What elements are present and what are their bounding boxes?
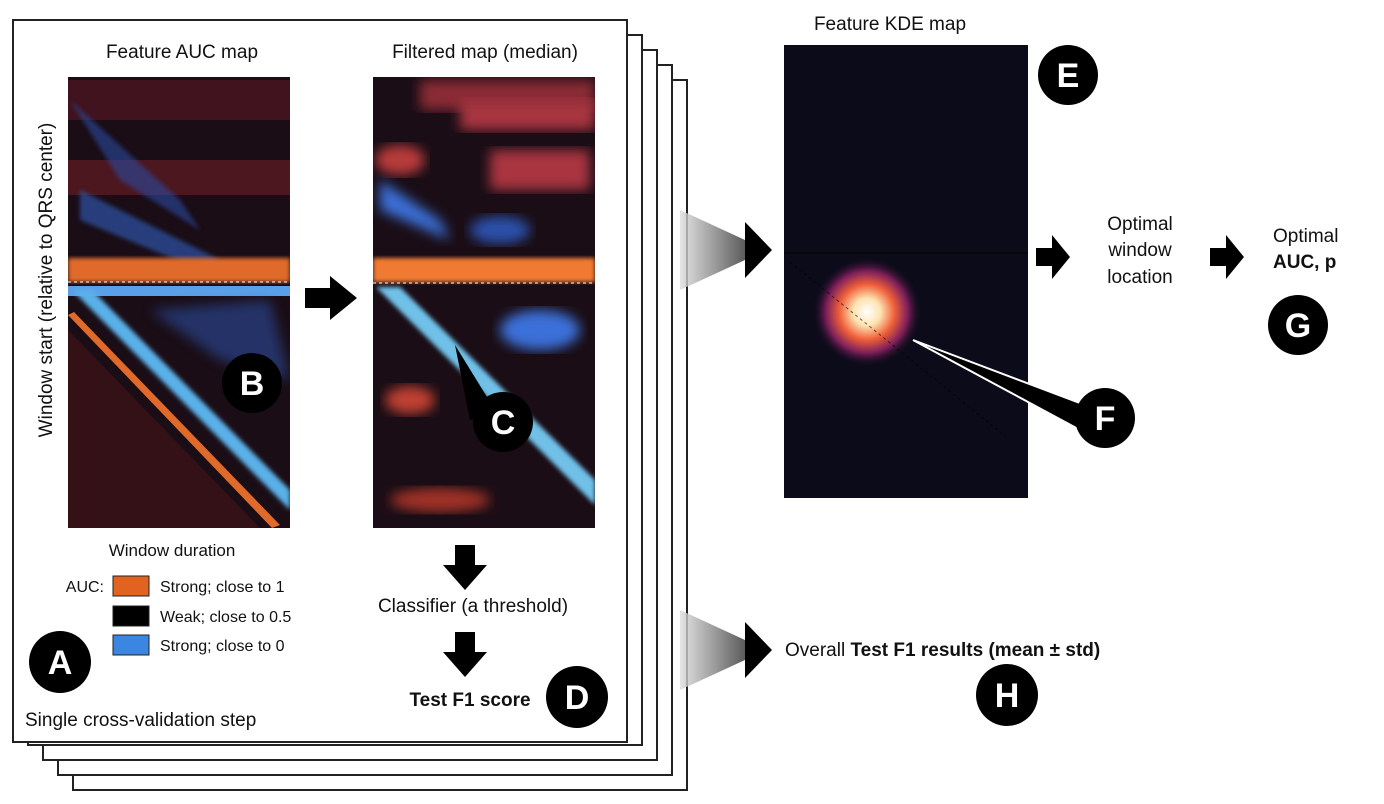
label-e: E bbox=[1038, 45, 1098, 105]
legend-swatch-weak bbox=[112, 605, 150, 627]
right-arrow-icon bbox=[1210, 235, 1244, 279]
label-text: F bbox=[1095, 400, 1116, 438]
feature-auc-map bbox=[68, 77, 290, 528]
right-arrow-icon bbox=[1036, 235, 1070, 279]
filtered-median-map bbox=[373, 77, 595, 528]
optimal-auc-line1: Optimal bbox=[1273, 226, 1338, 247]
down-arrow-icon bbox=[443, 545, 487, 590]
overall-results: Overall Test F1 results (mean ± std) bbox=[785, 640, 1100, 661]
kde-map-title: Feature KDE map bbox=[814, 14, 966, 35]
x-axis-label: Window duration bbox=[109, 541, 236, 560]
auc-legend: AUC: Strong; close to 1 Weak; close to 0… bbox=[66, 575, 291, 656]
label-text: H bbox=[995, 677, 1020, 715]
legend-label: Strong; close to 0 bbox=[160, 638, 285, 655]
feature-kde-map bbox=[784, 45, 1028, 498]
overall-prefix: Overall bbox=[785, 640, 850, 661]
label-text: G bbox=[1285, 307, 1311, 345]
label-a: A bbox=[29, 631, 91, 693]
optimal-auc-line2: AUC, p bbox=[1273, 252, 1336, 273]
test-f1-score: Test F1 score bbox=[409, 690, 530, 711]
label-b: B bbox=[222, 353, 282, 413]
optimal-window-line: window bbox=[1107, 240, 1172, 261]
label-c: C bbox=[473, 392, 533, 452]
label-text: D bbox=[565, 679, 590, 717]
y-axis-label: Window start (relative to QRS center) bbox=[36, 123, 57, 438]
label-text: A bbox=[48, 644, 73, 682]
label-text: C bbox=[491, 404, 516, 442]
down-arrow-icon bbox=[443, 632, 487, 677]
legend-label: Weak; close to 0.5 bbox=[160, 609, 291, 626]
label-text: B bbox=[240, 365, 265, 403]
aggregate-funnel bbox=[680, 610, 745, 690]
right-arrow-icon bbox=[745, 622, 772, 678]
legend-swatch-strong-1 bbox=[112, 575, 150, 597]
label-h: H bbox=[976, 664, 1038, 726]
overall-bold: Test F1 results (mean ± std) bbox=[850, 640, 1100, 661]
label-f: F bbox=[1075, 388, 1135, 448]
legend-title: AUC: bbox=[66, 579, 104, 596]
optimal-window-line: location bbox=[1107, 267, 1173, 288]
label-text: E bbox=[1057, 57, 1080, 95]
right-arrow-icon bbox=[745, 222, 772, 278]
auc-map-title: Feature AUC map bbox=[106, 42, 258, 63]
optimal-window-line: Optimal bbox=[1107, 214, 1172, 235]
legend-label: Strong; close to 1 bbox=[160, 579, 285, 596]
cv-step-caption: Single cross-validation step bbox=[25, 710, 256, 731]
filtered-map-title: Filtered map (median) bbox=[392, 42, 578, 63]
label-g: G bbox=[1268, 295, 1328, 355]
classifier-label: Classifier (a threshold) bbox=[378, 596, 568, 617]
aggregate-funnel bbox=[680, 210, 745, 290]
label-d: D bbox=[546, 666, 608, 728]
right-arrow-icon bbox=[305, 276, 357, 320]
legend-swatch-strong-0 bbox=[112, 634, 150, 656]
